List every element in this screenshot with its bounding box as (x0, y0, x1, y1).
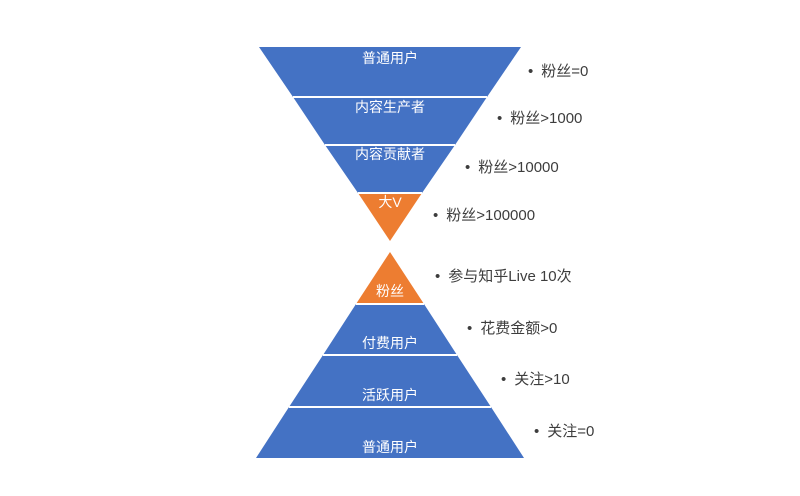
funnel-top-label-2: 内容生产者 (355, 99, 425, 115)
callout-text: 粉丝=0 (541, 63, 589, 80)
bullet-icon: • (433, 207, 439, 224)
callout-text: 关注=0 (547, 423, 595, 440)
funnel-top-label-4: 大V (378, 194, 402, 210)
funnel-bottom-segment-2 (323, 304, 457, 355)
callout-text: 粉丝>100000 (446, 207, 536, 224)
callout-text: 关注>10 (514, 371, 570, 388)
bullet-icon: • (534, 423, 540, 440)
callout-spend-0: • 花费金额>0 (467, 319, 557, 339)
funnel-top-segment-2 (293, 97, 487, 145)
callout-fans-100000: • 粉丝>100000 (433, 206, 535, 226)
bullet-icon: • (497, 110, 503, 127)
funnel-bottom-label-1: 粉丝 (376, 283, 404, 299)
funnel-top-segment-3 (325, 145, 455, 193)
callout-live-10: • 参与知乎Live 10次 (435, 267, 572, 287)
bullet-icon: • (467, 320, 473, 337)
callout-text: 花费金额>0 (480, 320, 558, 337)
callout-text: 参与知乎Live 10次 (448, 268, 572, 285)
funnel-top-label-3: 内容贡献者 (355, 146, 425, 162)
callout-fans-0: • 粉丝=0 (528, 62, 588, 82)
bullet-icon: • (528, 63, 534, 80)
bullet-icon: • (501, 371, 507, 388)
funnel-top-segment-4 (358, 193, 422, 241)
funnel-bottom-segment-3 (289, 355, 491, 407)
callout-text: 粉丝>1000 (510, 110, 583, 127)
funnel-bottom-segment-1 (356, 252, 424, 304)
funnel-top-segment-1 (259, 47, 521, 97)
bullet-icon: • (435, 268, 441, 285)
funnel-top-label-1: 普通用户 (362, 50, 418, 66)
callout-follow-0: • 关注=0 (534, 422, 594, 442)
callout-follow-10: • 关注>10 (501, 370, 570, 390)
callout-fans-10000: • 粉丝>10000 (465, 158, 559, 178)
bullet-icon: • (465, 159, 471, 176)
funnel-bottom-label-4: 普通用户 (362, 439, 418, 455)
funnel-bottom-segment-4 (256, 407, 524, 458)
callout-fans-1000: • 粉丝>1000 (497, 109, 582, 129)
callout-text: 粉丝>10000 (478, 159, 559, 176)
funnel-bottom-label-3: 活跃用户 (362, 387, 418, 403)
funnel-bottom-label-2: 付费用户 (362, 335, 418, 351)
